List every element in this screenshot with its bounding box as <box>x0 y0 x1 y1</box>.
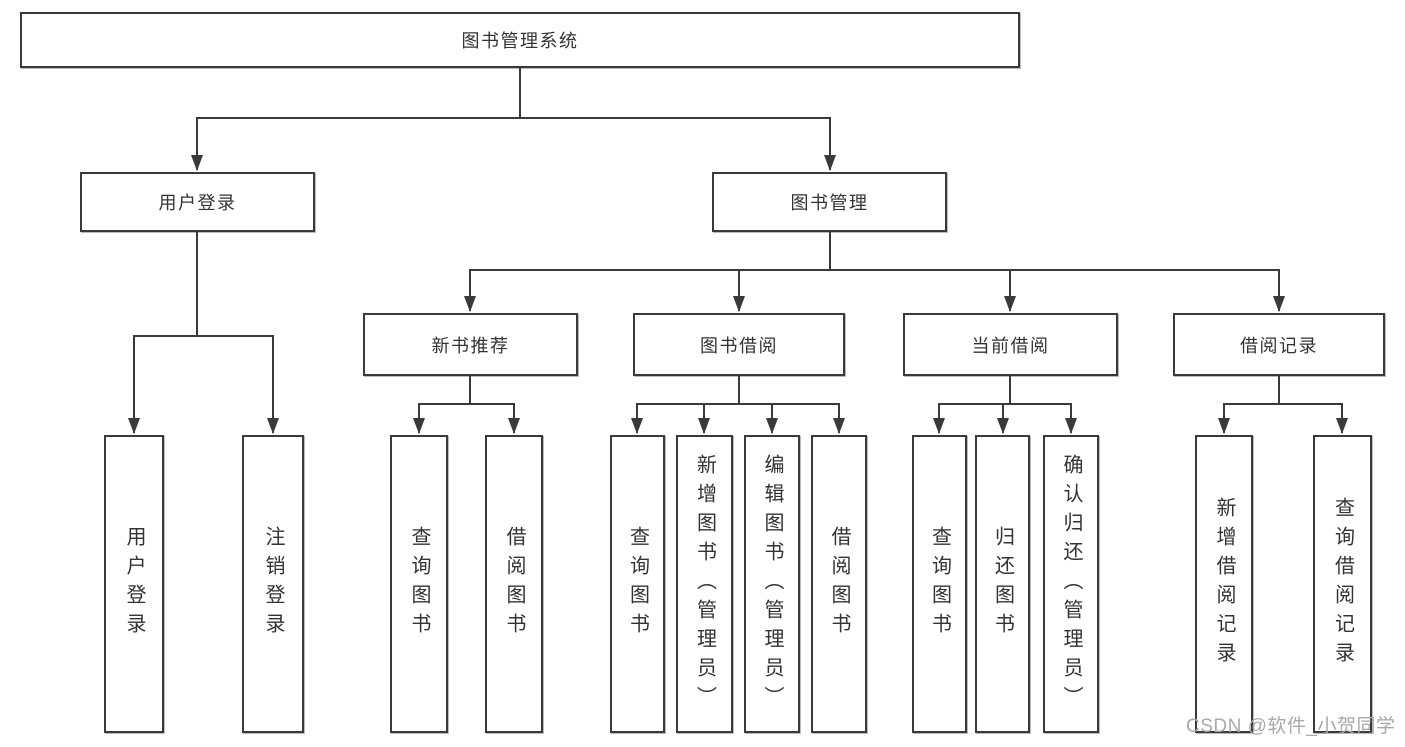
node-br-query-record: 查询借阅记录 <box>1313 435 1372 733</box>
node-label: 查询图书 <box>928 526 951 642</box>
node-label: 用户登录 <box>158 193 237 213</box>
node-borrowing-records: 借阅记录 <box>1173 313 1385 376</box>
node-label: 借阅图书 <box>503 526 525 642</box>
edges-borrowing-records <box>1218 376 1348 434</box>
node-br-add-record: 新增借阅记录 <box>1195 435 1253 733</box>
node-label: 新增图书（管理员） <box>693 453 716 715</box>
node-book-borrowing: 图书借阅 <box>633 313 845 376</box>
node-bb-add-books-admin: 新增图书（管理员） <box>676 435 733 733</box>
node-label: 当前借阅 <box>971 335 1050 356</box>
node-logout-action: 注销登录 <box>242 435 304 733</box>
node-bb-query-books: 查询图书 <box>610 435 665 733</box>
node-bb-edit-books-admin: 编辑图书（管理员） <box>744 435 800 733</box>
node-label: 借阅记录 <box>1240 335 1318 356</box>
node-label: 图书借阅 <box>700 335 778 356</box>
node-label: 新书推荐 <box>431 335 510 356</box>
node-user-login-action: 用户登录 <box>104 435 164 733</box>
edges-current-borrowing <box>933 376 1077 434</box>
node-label: 注销登录 <box>262 526 284 642</box>
node-new-book-recommend: 新书推荐 <box>363 313 578 376</box>
edges-new-book-recommend <box>413 376 520 434</box>
node-label: 确认归还（管理员） <box>1060 453 1082 715</box>
node-user-login: 用户登录 <box>80 172 315 232</box>
edges-root <box>191 68 836 171</box>
node-label: 借阅图书 <box>828 526 850 642</box>
node-label: 归还图书 <box>991 526 1014 642</box>
node-label: 图书管理系统 <box>461 31 579 51</box>
edges-book-borrowing <box>631 376 845 434</box>
node-cb-confirm-return-admin: 确认归还（管理员） <box>1043 435 1099 733</box>
node-rec-query-books: 查询图书 <box>390 435 448 733</box>
csdn-watermark: CSDN @软件_小贺同学 <box>1186 716 1396 737</box>
node-library-management-system: 图书管理系统 <box>20 12 1020 68</box>
node-cb-query-books: 查询图书 <box>912 435 967 733</box>
node-book-management: 图书管理 <box>712 172 947 232</box>
node-label: 用户登录 <box>123 526 145 642</box>
node-label: 查询借阅记录 <box>1331 497 1354 671</box>
node-cb-return-books: 归还图书 <box>975 435 1030 733</box>
node-label: 查询图书 <box>408 526 430 642</box>
edges-book-management <box>464 232 1285 312</box>
node-bb-borrow-books: 借阅图书 <box>811 435 867 733</box>
node-current-borrowing: 当前借阅 <box>903 313 1118 376</box>
edges-user-login <box>128 232 279 434</box>
node-rec-borrow-books: 借阅图书 <box>485 435 543 733</box>
node-label: 新增借阅记录 <box>1213 497 1235 671</box>
node-label: 编辑图书（管理员） <box>761 453 783 715</box>
node-label: 图书管理 <box>790 193 869 213</box>
node-label: 查询图书 <box>626 526 649 642</box>
